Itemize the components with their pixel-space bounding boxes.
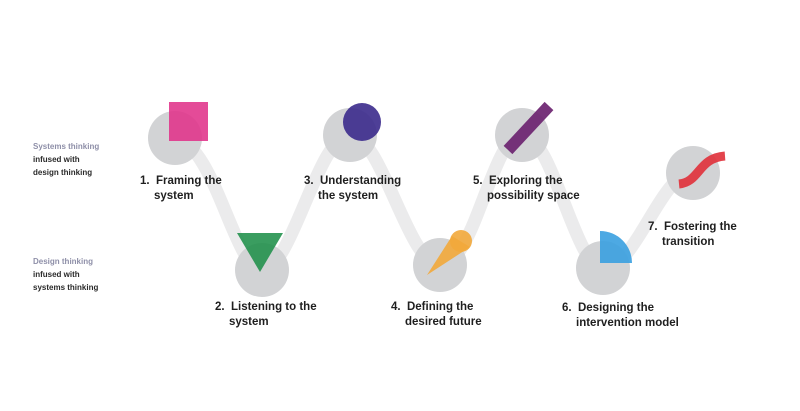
circle-icon [343,103,381,141]
quarter-circle-icon [600,231,632,263]
step-3-label: 3. Understanding the system [304,175,402,202]
design-thinking-label: Design thinking infused with systems thi… [33,257,99,292]
step-2-label: 2. Listening to the system [215,301,317,328]
step-4-label: 4. Defining the desired future [391,301,482,328]
square-icon [169,102,208,141]
triangle-icon [237,233,283,272]
cone-icon [427,230,472,275]
node-2 [235,243,289,297]
wave-icon [678,151,726,189]
step-6-label: 6. Designing the intervention model [562,302,679,329]
step-1-label: 1. Framing the system [140,175,222,202]
bar-icon [503,101,554,155]
step-7-label: 7. Fostering the transition [648,221,737,248]
step-5-label: 5. Exploring the possibility space [473,175,580,202]
systems-thinking-label: Systems thinking infused with design thi… [33,142,100,177]
